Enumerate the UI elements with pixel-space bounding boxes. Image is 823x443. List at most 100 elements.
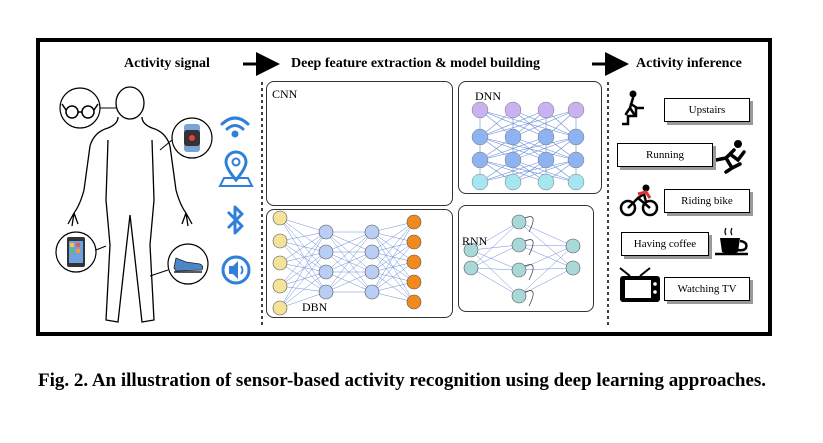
dbn-node	[406, 214, 422, 230]
dbn-node	[272, 233, 288, 249]
connection	[479, 109, 577, 138]
dbn-diagram	[272, 210, 422, 316]
figure-caption: Fig. 2. An illustration of sensor-based …	[38, 370, 767, 391]
connection	[470, 249, 520, 297]
connection	[479, 109, 547, 138]
dnn-node	[504, 151, 522, 169]
connection	[371, 221, 415, 273]
dbn-panel	[266, 209, 453, 318]
connection	[279, 231, 327, 309]
rnn-diagram	[463, 214, 581, 307]
cnn-label: CNN	[272, 87, 298, 101]
connection	[512, 109, 577, 138]
dnn-panel	[458, 81, 602, 194]
dbn-node	[272, 278, 288, 294]
connection	[518, 244, 574, 269]
cnn-panel	[266, 81, 453, 206]
connection	[279, 271, 327, 309]
connection	[470, 244, 520, 251]
dbn-node	[406, 274, 422, 290]
dnn-node	[504, 128, 522, 146]
connection	[279, 240, 327, 253]
connection	[325, 231, 373, 253]
connection	[470, 267, 520, 297]
activity-upstairs: Upstairs	[664, 98, 750, 122]
dbn-node	[364, 264, 380, 280]
connection	[479, 136, 577, 161]
connection	[279, 240, 327, 293]
dnn-label: DNN	[475, 89, 501, 103]
dbn-node	[272, 255, 288, 271]
dnn-node	[537, 173, 555, 191]
rnn-node	[511, 214, 527, 230]
dbn-node	[406, 234, 422, 250]
connection	[518, 221, 574, 269]
dnn-node	[537, 128, 555, 146]
bluetooth-icon	[226, 205, 244, 235]
dnn-node	[471, 173, 489, 191]
dnn-node	[567, 173, 585, 191]
dnn-node	[471, 101, 489, 119]
dbn-node	[406, 254, 422, 270]
connection	[470, 267, 520, 271]
connection	[279, 217, 327, 253]
connection	[518, 221, 574, 247]
header-feature-extraction: Deep feature extraction & model building	[291, 56, 540, 71]
phone-icon	[55, 231, 107, 273]
dbn-node	[318, 244, 334, 260]
connection	[279, 251, 327, 309]
connection	[479, 159, 577, 183]
connection	[470, 221, 520, 269]
dbn-node	[272, 300, 288, 316]
speaker-icon	[221, 255, 251, 285]
dnn-node	[567, 101, 585, 119]
glasses-icon	[59, 87, 116, 129]
runner-icon	[714, 140, 746, 174]
cyclist-icon	[619, 184, 659, 217]
connection	[279, 285, 327, 293]
dbn-node	[364, 284, 380, 300]
location-pin-icon	[218, 150, 254, 187]
connection	[518, 267, 574, 297]
recurrent-loop	[524, 239, 534, 256]
wifi-icon	[220, 116, 250, 138]
activity-riding-bike: Riding bike	[664, 189, 750, 213]
rnn-node	[463, 242, 479, 258]
connection	[325, 271, 373, 293]
connection	[518, 267, 574, 271]
dbn-node	[272, 210, 288, 226]
recurrent-loop	[524, 216, 534, 233]
dnn-node	[537, 101, 555, 119]
connection	[479, 159, 547, 183]
connection	[371, 261, 415, 293]
connection	[518, 244, 574, 247]
dbn-node	[318, 224, 334, 240]
shoe-icon	[149, 243, 209, 285]
connection	[279, 240, 327, 273]
connection	[470, 221, 520, 251]
connection	[518, 245, 574, 271]
dbn-node	[364, 244, 380, 260]
rnn-node	[565, 238, 581, 254]
connection	[470, 244, 520, 269]
header-activity-inference: Activity inference	[636, 56, 742, 71]
rnn-label: RNN	[462, 234, 488, 248]
dnn-node	[504, 101, 522, 119]
dnn-node	[471, 151, 489, 169]
connection	[279, 231, 327, 242]
dbn-label: DBN	[302, 300, 328, 314]
connection	[512, 159, 577, 183]
header-activity-signal: Activity signal	[124, 56, 210, 71]
rnn-node	[511, 237, 527, 253]
rnn-node	[565, 260, 581, 276]
connection	[371, 241, 415, 293]
connection	[325, 231, 373, 273]
dnn-node	[537, 151, 555, 169]
connection	[279, 231, 327, 287]
connection	[279, 251, 327, 287]
connection	[279, 291, 327, 309]
dnn-node	[567, 128, 585, 146]
connection	[470, 249, 520, 271]
connection	[512, 136, 577, 161]
dbn-node	[406, 294, 422, 310]
